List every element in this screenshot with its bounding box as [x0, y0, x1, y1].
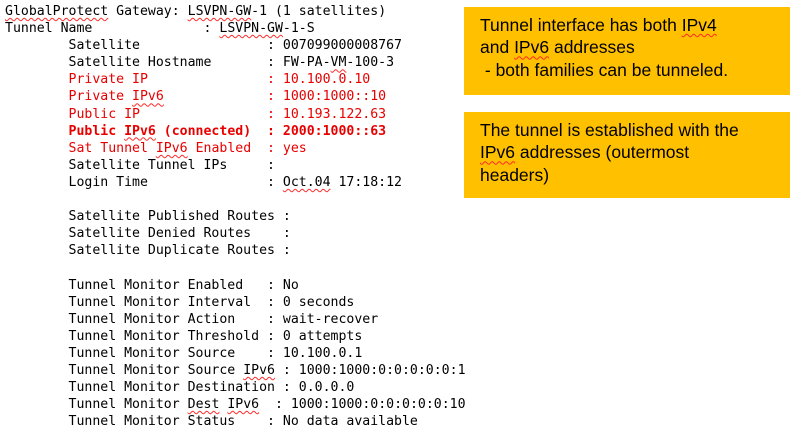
monitor-source-line: Tunnel Monitor Source : 10.100.0.1	[5, 345, 363, 361]
text-line: Tunnel interface has both IPv4	[480, 15, 717, 35]
text-line: - both families can be tunneled.	[480, 59, 729, 80]
text-line: headers)	[480, 164, 550, 185]
denied-routes-line: Satellite Denied Routes :	[5, 226, 291, 242]
private-ip-line: Private IP : 10.100.0.10	[5, 72, 371, 88]
misspelled-word: IPv6	[514, 37, 550, 58]
misspelled-word: IPv6	[480, 142, 516, 163]
misspelled-word: IPv4	[681, 15, 717, 35]
blank-line	[5, 191, 466, 208]
misspelled-word: VM	[330, 55, 347, 71]
misspelled-word: GlobalProtect	[5, 4, 109, 19]
misspelled-word: Oct.04	[282, 174, 331, 190]
satellite-tunnel-ips-line: Satellite Tunnel IPs :	[5, 157, 275, 173]
misspelled-word: IPv6	[124, 123, 156, 139]
misspelled-word: IPv6	[132, 89, 164, 105]
private-ipv6-line: Private IPv6 : 1000:1000::10	[5, 89, 387, 105]
monitor-destination-line: Tunnel Monitor Destination : 0.0.0.0	[5, 380, 355, 396]
monitor-enabled-line: Tunnel Monitor Enabled : No	[5, 277, 299, 293]
monitor-threshold-line: Tunnel Monitor Threshold : 0 attempts	[5, 328, 363, 344]
monitor-source-ipv6-line: Tunnel Monitor Source IPv6 : 1000:1000:0…	[5, 362, 466, 378]
satellite-line: Satellite : 007099000008767	[5, 38, 402, 54]
public-ip-line: Public IP : 10.193.122.63	[5, 106, 387, 122]
duplicate-routes-line: Satellite Duplicate Routes :	[5, 243, 291, 259]
monitor-action-line: Tunnel Monitor Action : wait-recover	[5, 311, 379, 327]
login-time-line: Login Time : Oct.04 17:18:12	[5, 174, 402, 190]
misspelled-word: IPv6	[243, 362, 275, 378]
misspelled-word: LSVPN-GW	[219, 21, 283, 37]
monitor-interval-line: Tunnel Monitor Interval : 0 seconds	[5, 294, 355, 310]
text-line: The tunnel is established with the	[480, 120, 739, 140]
gateway-line: GlobalProtect Gateway: LSVPN-GW-1 (1 sat…	[5, 4, 387, 19]
tunnel-name-line: Tunnel Name : LSVPN-GW-1-S	[5, 21, 315, 37]
monitor-dest-ipv6-line: Tunnel Monitor Dest IPv6 : 1000:1000:0:0…	[5, 397, 466, 413]
published-routes-line: Satellite Published Routes :	[5, 209, 291, 225]
misspelled-word: LSVPN-GW	[187, 4, 252, 19]
text-line: IPv6 addresses (outermost	[480, 142, 690, 163]
sat-tunnel-ipv6-line: Sat Tunnel IPv6 Enabled : yes	[5, 140, 307, 156]
monitor-status-line: Tunnel Monitor Status : No data availabl…	[5, 414, 418, 430]
misspelled-word: Dest	[187, 397, 220, 413]
blank-line	[5, 259, 466, 276]
text-line: and IPv6 addresses	[480, 37, 635, 58]
misspelled-word: IPv6	[227, 397, 260, 413]
public-ipv6-line: Public IPv6 (connected) : 2000:1000::63	[5, 123, 387, 139]
terminal-output: GlobalProtect Gateway: LSVPN-GW-1 (1 sat…	[5, 3, 466, 430]
satellite-hostname-line: Satellite Hostname : FW-PA-VM-100-3	[5, 55, 395, 71]
misspelled-word: IPv6	[155, 140, 188, 156]
